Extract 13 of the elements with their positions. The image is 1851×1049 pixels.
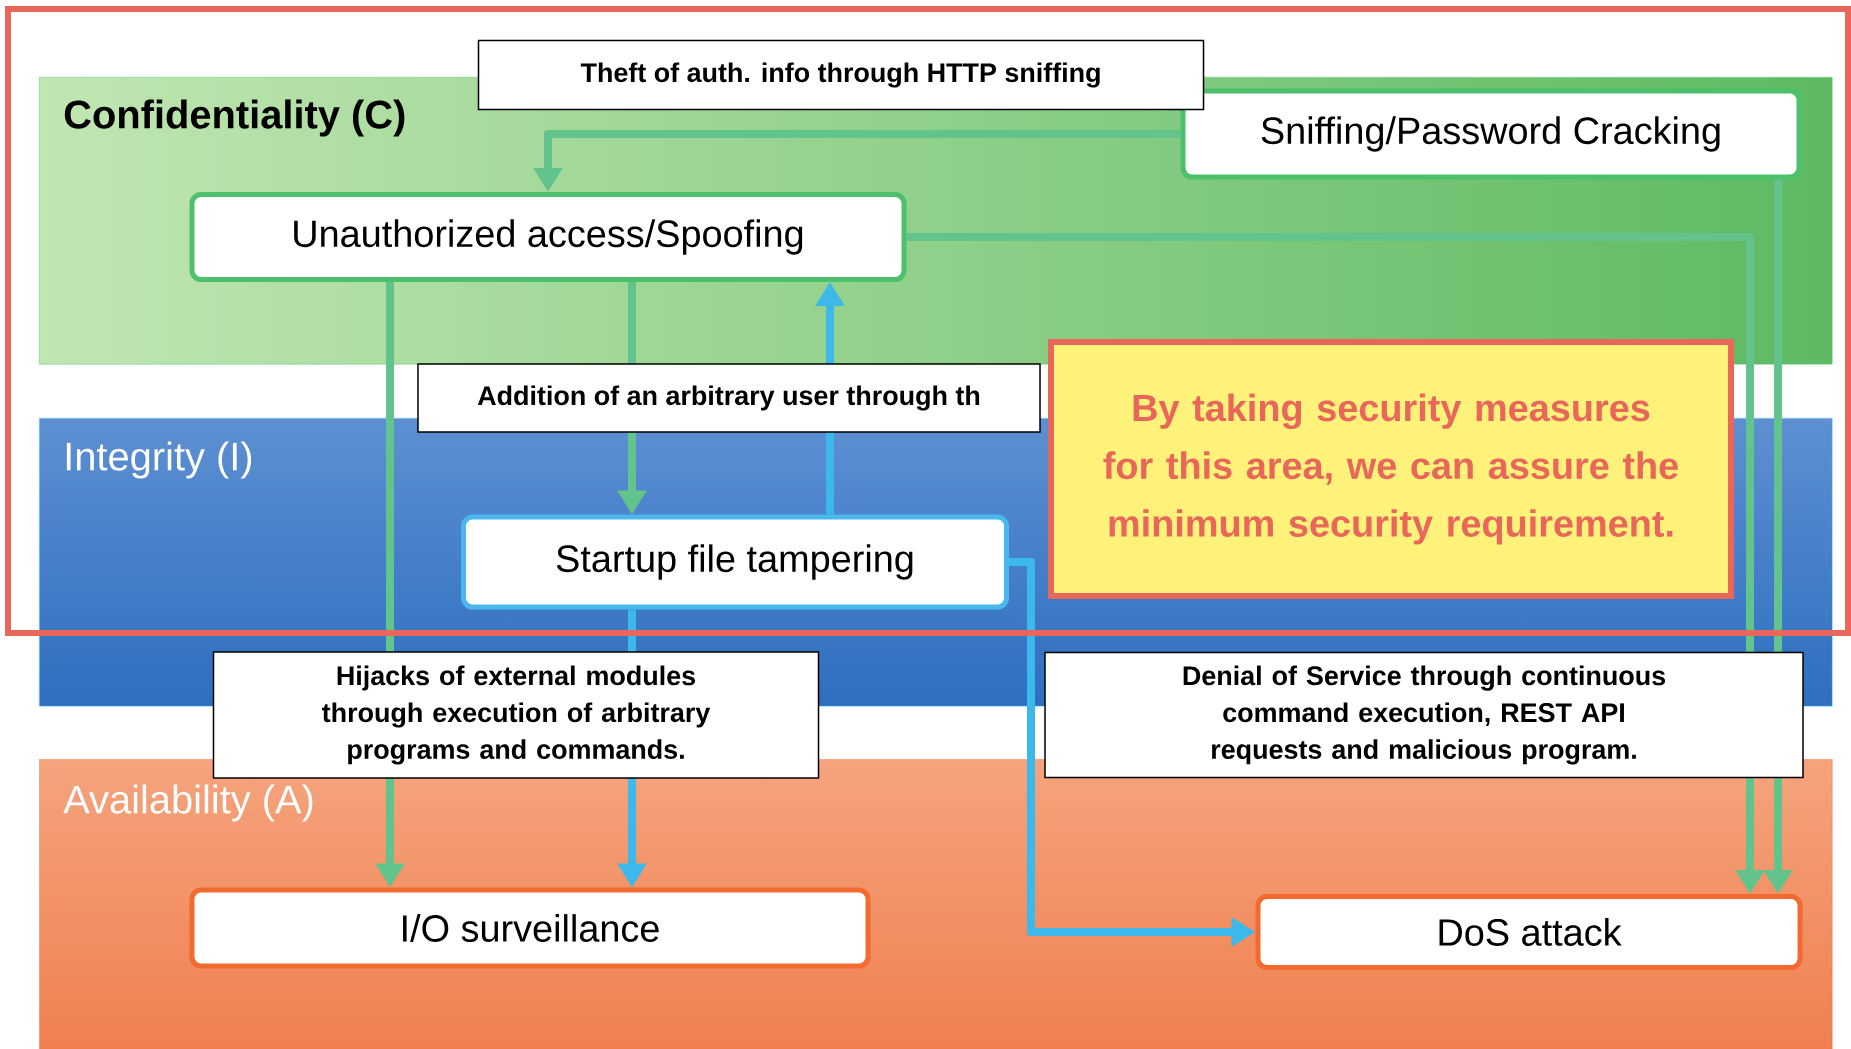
band-heading: Availability (A) <box>63 784 313 822</box>
edge-label: Addition of an arbitrary user through th <box>417 363 1041 433</box>
edge-label: Denial of Service through continuous command execution, REST API requests and malicious program. <box>1044 651 1804 779</box>
process-box: Unauthorized access/Spoofing <box>189 192 907 282</box>
edge-label: Theft of auth. info through HTTP sniffing <box>477 39 1205 111</box>
process-box: Startup file tampering <box>461 514 1009 610</box>
process-box: DoS attack <box>1255 894 1803 970</box>
callout-box: By taking security measures for this area, we can assure the minimum security requirement. <box>1048 339 1735 599</box>
band-heading: Confidentiality (C) <box>64 99 405 137</box>
process-box: I/O surveillance <box>189 887 871 969</box>
process-box: Sniffing/Password Cracking <box>1180 88 1802 180</box>
band-heading: Integrity (I) <box>66 441 252 479</box>
edge-label: Hijacks of external modules through execution of arbitrary programs and commands. <box>212 651 820 779</box>
